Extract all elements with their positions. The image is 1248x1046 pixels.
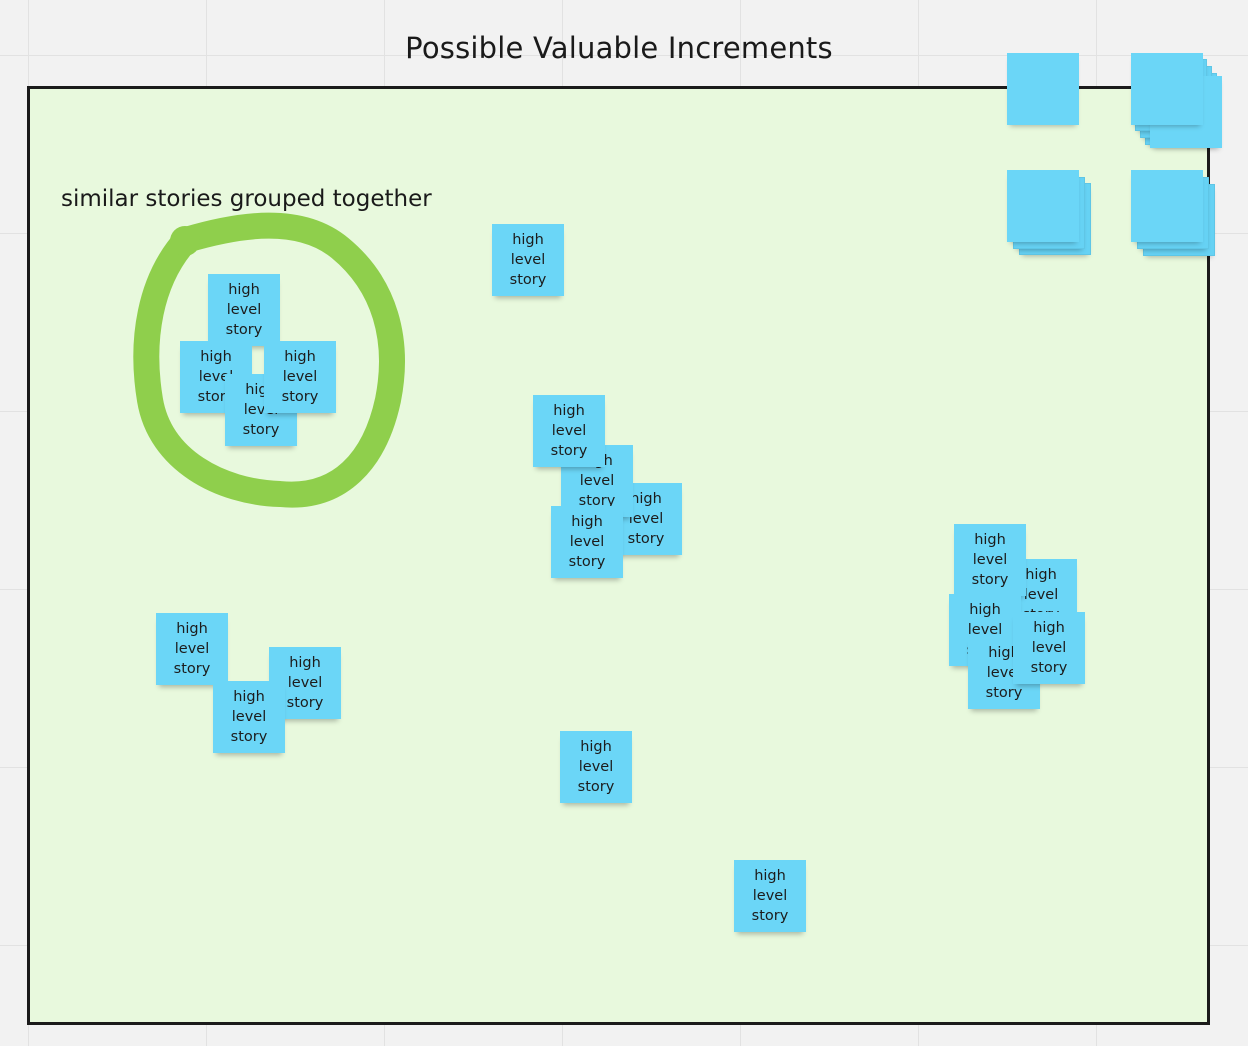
board-title: Possible Valuable Increments [405,31,833,65]
annotation-caption[interactable]: similar stories grouped together [61,186,432,212]
